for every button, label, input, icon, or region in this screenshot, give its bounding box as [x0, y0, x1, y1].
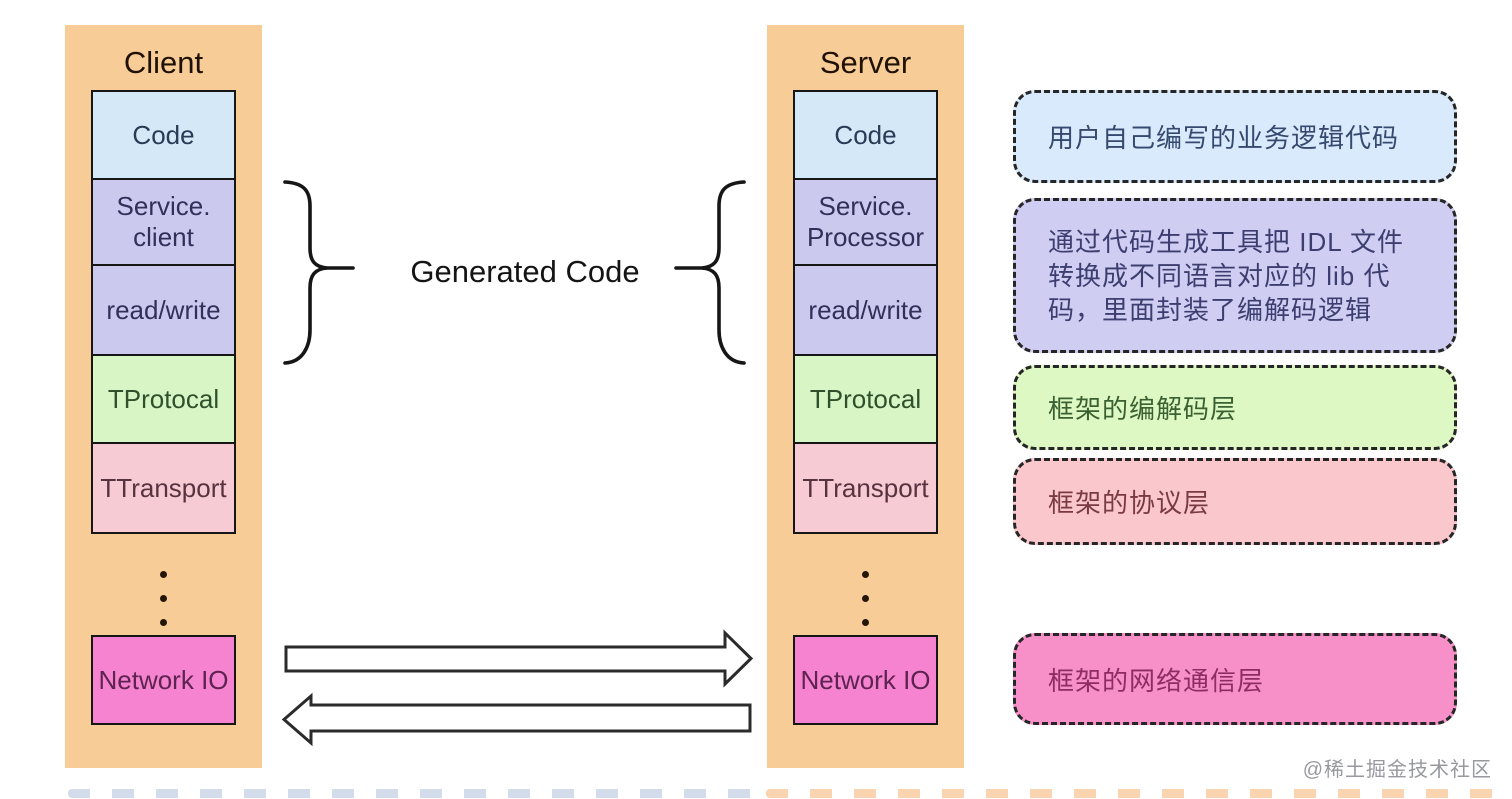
client-ellipsis-dot: [159, 595, 167, 602]
curly-brace-left: [283, 180, 328, 365]
server-network-io-box: Network IO: [793, 635, 938, 725]
note-user-code: 用户自己编写的业务逻辑代码: [1013, 90, 1457, 183]
note-network-layer: 框架的网络通信层: [1013, 633, 1457, 725]
server-service-box: Service. Processor: [793, 178, 938, 266]
server-ttransport-box: TTransport: [793, 442, 938, 534]
note-generated-code: 通过代码生成工具把 IDL 文件 转换成不同语言对应的 lib 代 码，里面封装…: [1013, 198, 1457, 353]
client-service-box: Service. client: [91, 178, 236, 266]
server-service-label: Service. Processor: [807, 191, 924, 253]
server-readwrite-box: read/write: [793, 264, 938, 356]
client-code-box: Code: [91, 90, 236, 180]
note-generated-line1: 通过代码生成工具把 IDL 文件: [1048, 226, 1404, 257]
server-tprotocal-box: TProtocal: [793, 354, 938, 444]
network-io-arrows: [281, 629, 754, 747]
note-codec-layer-text: 框架的编解码层: [1048, 394, 1238, 424]
server-code-box: Code: [793, 90, 938, 180]
client-readwrite-box: read/write: [91, 264, 236, 356]
server-service-line1: Service.: [818, 191, 913, 221]
arrow-left-icon: [281, 692, 752, 747]
client-column: Client Code Service. client read/write T…: [65, 25, 262, 768]
client-service-label: Service. client: [117, 191, 211, 253]
server-ellipsis-dot: [861, 595, 869, 602]
note-generated-line3: 码，里面封装了编解码逻辑: [1048, 294, 1373, 325]
server-readwrite-label: read/write: [808, 294, 923, 325]
client-ellipsis-dot: [159, 619, 167, 626]
server-title: Server: [819, 45, 912, 80]
server-ellipsis-dot: [861, 571, 869, 578]
note-generated-line2: 转换成不同语言对应的 lib 代: [1048, 260, 1391, 291]
client-service-line2: client: [133, 222, 194, 252]
generated-code-label: Generated Code: [410, 254, 640, 289]
server-column: Server Code Service. Processor read/writ…: [767, 25, 964, 768]
generated-code-braces: [283, 180, 746, 365]
server-ttransport-label: TTransport: [802, 472, 929, 503]
client-readwrite-label: read/write: [106, 294, 221, 325]
client-title: Client: [123, 45, 204, 80]
note-generated-code-text: 通过代码生成工具把 IDL 文件 转换成不同语言对应的 lib 代 码，里面封装…: [1048, 225, 1404, 327]
arrow-right-icon: [284, 629, 754, 688]
client-service-line1: Service.: [116, 191, 211, 221]
server-service-line2: Processor: [806, 222, 925, 252]
note-protocol-layer: 框架的协议层: [1013, 458, 1457, 545]
client-tprotocal-label: TProtocal: [107, 383, 220, 414]
client-ttransport-box: TTransport: [91, 442, 236, 534]
client-ellipsis-dot: [159, 571, 167, 578]
note-protocol-layer-text: 框架的协议层: [1048, 488, 1211, 518]
client-ttransport-label: TTransport: [100, 472, 227, 503]
client-tprotocal-box: TProtocal: [91, 354, 236, 444]
clipped-bottom-row-left: [68, 789, 758, 798]
server-network-io-label: Network IO: [800, 664, 931, 695]
note-user-code-text: 用户自己编写的业务逻辑代码: [1048, 123, 1400, 153]
client-network-io-box: Network IO: [91, 635, 236, 725]
client-network-io-label: Network IO: [98, 664, 229, 695]
server-tprotocal-label: TProtocal: [809, 383, 922, 414]
clipped-bottom-row-right: [766, 789, 1512, 798]
note-network-layer-text: 框架的网络通信层: [1048, 665, 1265, 696]
juejin-watermark: @稀土掘金技术社区: [1302, 759, 1492, 781]
note-codec-layer: 框架的编解码层: [1013, 365, 1457, 450]
client-code-label: Code: [132, 119, 195, 150]
server-layer-stack: Code Service. Processor read/write TProt…: [793, 90, 938, 534]
server-code-label: Code: [834, 119, 897, 150]
client-layer-stack: Code Service. client read/write TProtoca…: [91, 90, 236, 534]
curly-brace-right: [701, 180, 746, 365]
server-ellipsis-dot: [861, 619, 869, 626]
